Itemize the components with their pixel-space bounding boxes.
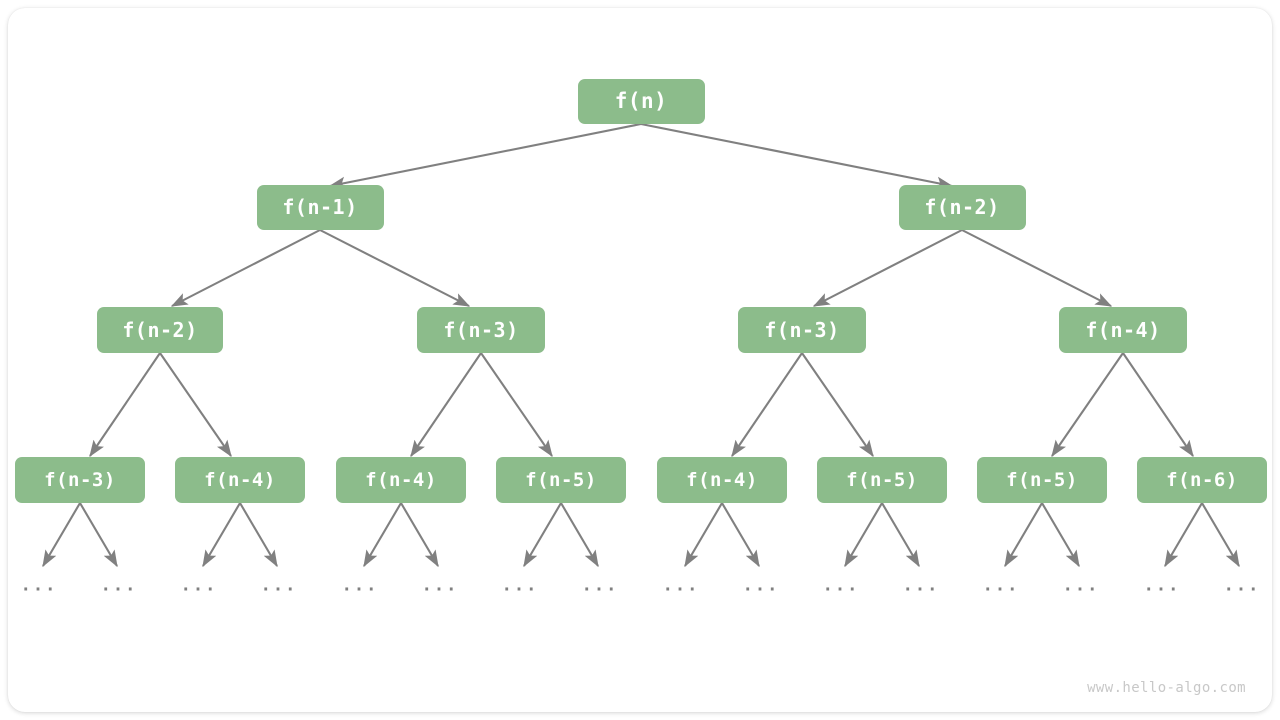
ellipsis-marker: ...	[1143, 575, 1181, 596]
tree-node-label: f(n-4)	[1085, 318, 1161, 342]
tree-node-label: f(n-2)	[924, 195, 1000, 219]
tree-node-n4[interactable]: f(n-3)	[417, 307, 545, 353]
watermark-label: www.hello-algo.com	[1087, 680, 1246, 696]
ellipsis-marker: ...	[902, 575, 940, 596]
tree-node-n10[interactable]: f(n-5)	[496, 457, 626, 503]
ellipsis-marker: ...	[501, 575, 539, 596]
ellipsis-marker: ...	[421, 575, 459, 596]
ellipsis-marker: ...	[581, 575, 619, 596]
tree-node-label: f(n-3)	[443, 318, 519, 342]
tree-node-label: f(n-5)	[525, 469, 597, 491]
tree-node-label: f(n-4)	[204, 469, 276, 491]
ellipsis-marker: ...	[100, 575, 138, 596]
ellipsis-marker: ...	[822, 575, 860, 596]
tree-node-label: f(n-5)	[1006, 469, 1078, 491]
ellipsis-marker: ...	[742, 575, 780, 596]
tree-node-n3[interactable]: f(n-2)	[97, 307, 223, 353]
ellipsis-marker: ...	[1223, 575, 1261, 596]
tree-node-n12[interactable]: f(n-5)	[817, 457, 947, 503]
tree-node-label: f(n-3)	[44, 469, 116, 491]
tree-node-label: f(n-6)	[1166, 469, 1238, 491]
tree-node-label: f(n-4)	[365, 469, 437, 491]
tree-node-n9[interactable]: f(n-4)	[336, 457, 466, 503]
tree-node-label: f(n-1)	[282, 195, 358, 219]
tree-node-n2[interactable]: f(n-2)	[898, 184, 1026, 230]
ellipsis-marker: ...	[180, 575, 218, 596]
tree-node-n8[interactable]: f(n-4)	[175, 457, 305, 503]
tree-node-n13[interactable]: f(n-5)	[977, 457, 1107, 503]
ellipsis-marker: ...	[662, 575, 700, 596]
ellipsis-marker: ...	[260, 575, 298, 596]
tree-node-n11[interactable]: f(n-4)	[657, 457, 787, 503]
tree-node-label: f(n)	[614, 89, 668, 113]
tree-node-n1[interactable]: f(n-1)	[256, 184, 384, 230]
ellipsis-marker: ...	[20, 575, 58, 596]
tree-node-label: f(n-5)	[846, 469, 918, 491]
tree-node-label: f(n-3)	[764, 318, 840, 342]
tree-node-n5[interactable]: f(n-3)	[738, 307, 866, 353]
ellipsis-marker: ...	[341, 575, 379, 596]
ellipsis-marker: ...	[982, 575, 1020, 596]
tree-node-n6[interactable]: f(n-4)	[1059, 307, 1187, 353]
tree-node-n0[interactable]: f(n)	[577, 78, 705, 124]
tree-node-n7[interactable]: f(n-3)	[15, 457, 145, 503]
ellipsis-marker: ...	[1062, 575, 1100, 596]
tree-node-n14[interactable]: f(n-6)	[1137, 457, 1267, 503]
tree-node-label: f(n-4)	[686, 469, 758, 491]
tree-node-label: f(n-2)	[122, 318, 198, 342]
